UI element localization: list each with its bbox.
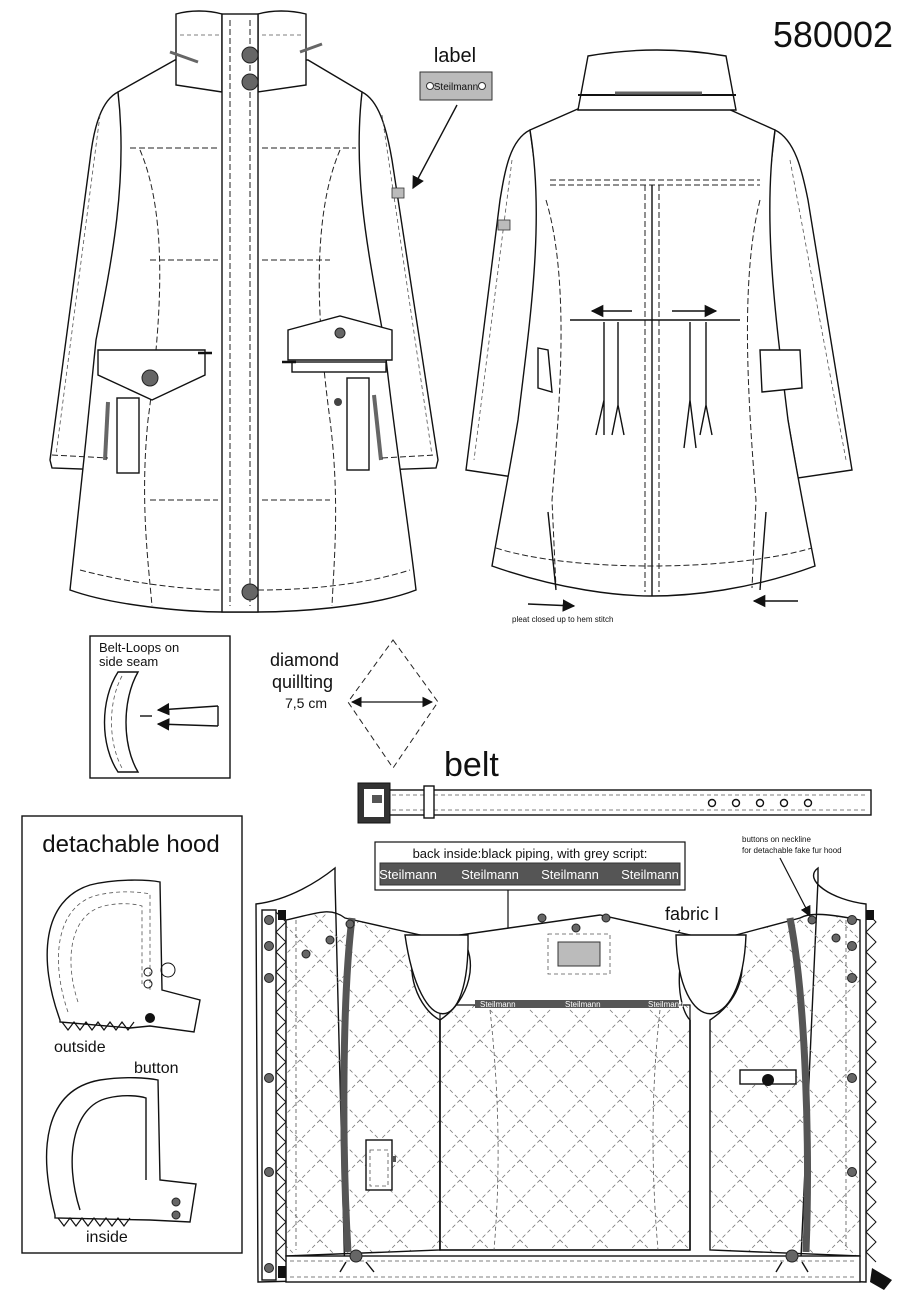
label-callout: label Steilmann <box>412 45 493 190</box>
diamond-shape <box>347 639 439 769</box>
back-collar <box>577 49 737 111</box>
welt-pocket-left <box>116 397 140 474</box>
hood-button <box>145 1013 155 1023</box>
belt-loops-title-2: side seam <box>99 654 158 669</box>
quilting-size: 7,5 cm <box>285 695 327 711</box>
belt-loops-detail: Belt-Loops on side seam <box>89 635 231 779</box>
piping-script-band <box>379 862 681 886</box>
hood-button-label: button <box>134 1060 178 1077</box>
snap-buttons-left <box>264 915 274 1273</box>
zipper-left <box>261 909 277 1281</box>
hood-inside-label: inside <box>86 1229 128 1246</box>
front-collar-left <box>175 10 223 93</box>
quilting-detail: diamond quillting 7,5 cm <box>270 639 439 769</box>
belt-holes <box>707 798 813 808</box>
facing-stripe-left <box>340 917 356 1253</box>
piping-script: Steilmann <box>621 867 679 882</box>
sleeve-label-tab <box>391 187 405 199</box>
belt-title: belt <box>444 746 499 784</box>
piping-script: Steilmann <box>541 867 599 882</box>
label-brand-text: Steilmann <box>434 82 478 93</box>
welt-pocket-right <box>346 377 370 471</box>
front-collar-right <box>257 10 307 93</box>
placket-button <box>241 46 259 64</box>
belt-loop <box>103 671 140 773</box>
hood-outside-label: outside <box>54 1039 106 1056</box>
piping-script: Steilmann <box>461 867 519 882</box>
neckline-buttons <box>301 913 841 959</box>
back-piping-script: Steilmann <box>565 1000 601 1009</box>
back-piping-script: Steilmann <box>648 1000 684 1009</box>
pocket-button <box>334 327 346 339</box>
hood-title: detachable hood <box>42 831 220 858</box>
lining-back-panel <box>439 1004 691 1251</box>
neckline-note-2: for detachable fake fur hood <box>742 846 842 855</box>
front-placket <box>221 13 259 613</box>
placket-button <box>241 583 259 601</box>
back-piping <box>475 1000 679 1008</box>
style-number: 580002 <box>773 14 893 55</box>
placket-button <box>241 73 259 91</box>
back-piping-script: Steilmann <box>480 1000 516 1009</box>
lining-view: back inside:black piping, with grey scri… <box>255 835 892 1290</box>
hood-detail: detachable hood outside button inside <box>21 815 243 1254</box>
fabric-label: fabric I <box>665 904 719 924</box>
piping-title: back inside:black piping, with grey scri… <box>413 846 648 861</box>
back-view: pleat closed up to hem stitch <box>465 49 853 624</box>
facing-stripe-right <box>786 917 811 1253</box>
belt-keeper <box>423 785 435 819</box>
neckline-note-1: buttons on neckline <box>742 835 811 844</box>
inner-label <box>557 941 601 967</box>
belt-loops-title-1: Belt-Loops on <box>99 640 179 655</box>
pocket-button <box>141 369 159 387</box>
label-caption: label <box>434 45 476 67</box>
quilting-line-2: quillting <box>272 672 333 692</box>
hood-outside <box>46 879 201 1033</box>
front-view <box>49 10 439 613</box>
piping-script: Steilmann <box>379 867 437 882</box>
quilting-line-1: diamond <box>270 650 339 670</box>
belt-detail: belt <box>357 746 872 824</box>
belt-strap <box>387 789 872 816</box>
back-pleat-note: pleat closed up to hem stitch <box>512 615 613 624</box>
snap-buttons-right <box>847 915 857 1177</box>
